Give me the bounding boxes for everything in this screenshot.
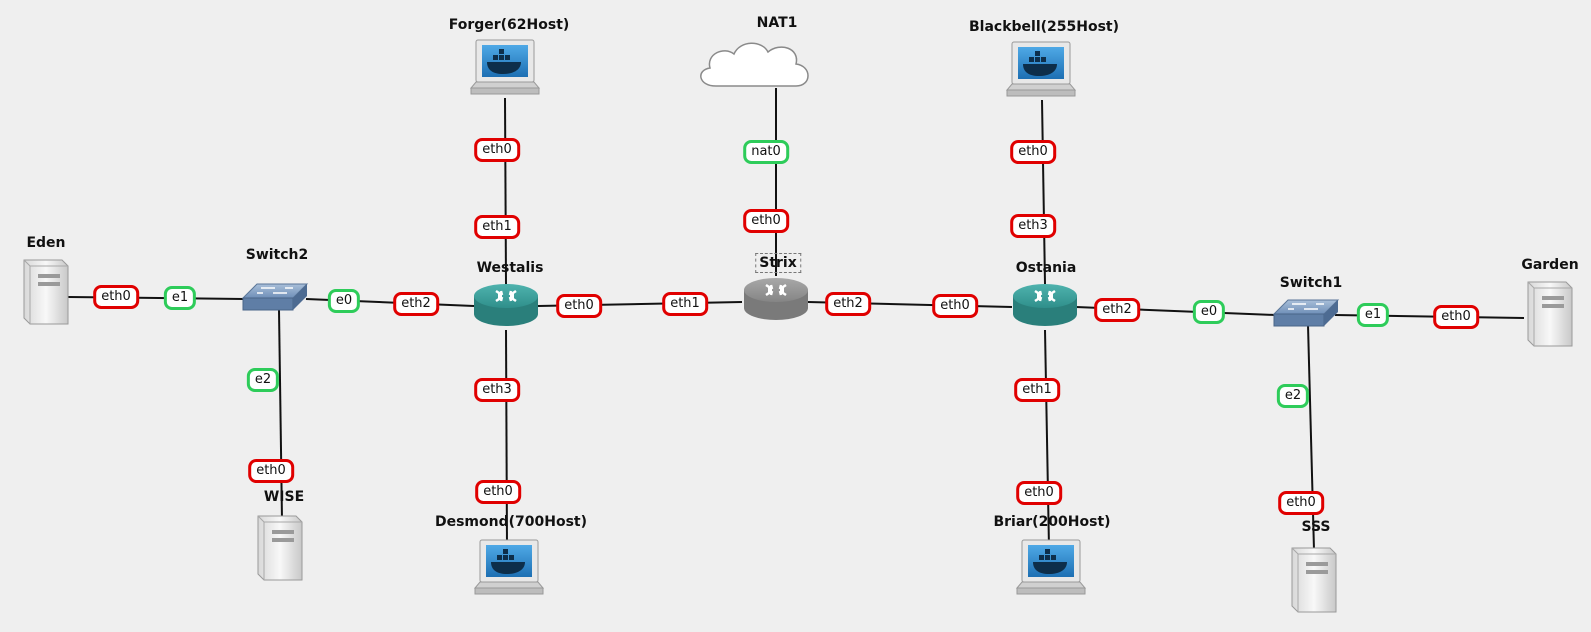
node-label-blackbell: Blackbell(255Host) bbox=[968, 19, 1120, 35]
node-label-strix: Strix bbox=[755, 253, 801, 273]
port-switch2-e1[interactable]: e1 bbox=[163, 286, 197, 310]
port-desmond-eth0[interactable]: eth0 bbox=[475, 480, 521, 504]
link-switch1-sss[interactable] bbox=[1307, 324, 1315, 551]
port-wise-eth0[interactable]: eth0 bbox=[248, 459, 294, 483]
router-icon[interactable] bbox=[744, 278, 808, 320]
port-blackbell-eth0[interactable]: eth0 bbox=[1010, 140, 1056, 164]
node-label-eden: Eden bbox=[26, 235, 66, 251]
port-strix-eth0[interactable]: eth0 bbox=[743, 209, 789, 233]
docker-host-icon[interactable] bbox=[469, 39, 541, 95]
link-westalis-desmond[interactable] bbox=[505, 329, 508, 549]
docker-host-icon[interactable] bbox=[1015, 539, 1087, 595]
port-westalis-eth2[interactable]: eth2 bbox=[393, 292, 439, 316]
port-switch2-e2[interactable]: e2 bbox=[246, 368, 280, 392]
node-label-briar: Briar(200Host) bbox=[993, 514, 1111, 530]
node-label-wise: WISE bbox=[263, 489, 305, 505]
node-label-westalis: Westalis bbox=[476, 260, 544, 276]
router-icon[interactable] bbox=[474, 284, 538, 326]
node-label-ostania: Ostania bbox=[1015, 260, 1077, 276]
port-switch1-e1[interactable]: e1 bbox=[1356, 303, 1390, 327]
port-briar-eth0[interactable]: eth0 bbox=[1016, 481, 1062, 505]
port-nat1-nat0[interactable]: nat0 bbox=[743, 140, 789, 164]
link-ostania-briar[interactable] bbox=[1044, 329, 1050, 549]
port-ostania-eth0[interactable]: eth0 bbox=[932, 294, 978, 318]
port-forger-eth0[interactable]: eth0 bbox=[474, 138, 520, 162]
port-eden-eth0[interactable]: eth0 bbox=[93, 285, 139, 309]
port-strix-eth1[interactable]: eth1 bbox=[662, 292, 708, 316]
docker-host-icon[interactable] bbox=[473, 539, 545, 595]
port-garden-eth0[interactable]: eth0 bbox=[1433, 305, 1479, 329]
node-label-nat1: NAT1 bbox=[756, 15, 798, 31]
node-label-desmond: Desmond(700Host) bbox=[434, 514, 588, 530]
node-label-switch1: Switch1 bbox=[1279, 275, 1343, 291]
node-label-forger: Forger(62Host) bbox=[448, 17, 570, 33]
docker-host-icon[interactable] bbox=[1005, 41, 1077, 97]
link-switch2-wise[interactable] bbox=[278, 309, 283, 521]
router-icon[interactable] bbox=[1013, 284, 1077, 326]
server-icon[interactable] bbox=[23, 259, 69, 325]
port-westalis-eth3[interactable]: eth3 bbox=[474, 378, 520, 402]
port-westalis-eth0[interactable]: eth0 bbox=[556, 294, 602, 318]
port-strix-eth2[interactable]: eth2 bbox=[825, 292, 871, 316]
port-ostania-eth2[interactable]: eth2 bbox=[1094, 298, 1140, 322]
server-icon[interactable] bbox=[1291, 547, 1337, 613]
port-switch1-e2[interactable]: e2 bbox=[1276, 384, 1310, 408]
port-ostania-eth1[interactable]: eth1 bbox=[1014, 378, 1060, 402]
cloud-icon[interactable] bbox=[700, 42, 809, 87]
port-switch1-e0[interactable]: e0 bbox=[1192, 300, 1226, 324]
server-icon[interactable] bbox=[257, 515, 303, 581]
switch-icon[interactable] bbox=[1272, 299, 1340, 327]
node-label-garden: Garden bbox=[1521, 257, 1579, 273]
link-forger-westalis[interactable] bbox=[504, 97, 507, 285]
port-switch2-e0[interactable]: e0 bbox=[327, 289, 361, 313]
switch-icon[interactable] bbox=[241, 283, 309, 311]
port-ostania-eth3[interactable]: eth3 bbox=[1010, 214, 1056, 238]
node-label-sss: SSS bbox=[1301, 519, 1331, 535]
port-westalis-eth1[interactable]: eth1 bbox=[474, 215, 520, 239]
port-sss-eth0[interactable]: eth0 bbox=[1278, 491, 1324, 515]
node-label-switch2: Switch2 bbox=[245, 247, 309, 263]
link-blackbell-ostania[interactable] bbox=[1041, 99, 1046, 285]
server-icon[interactable] bbox=[1527, 281, 1573, 347]
